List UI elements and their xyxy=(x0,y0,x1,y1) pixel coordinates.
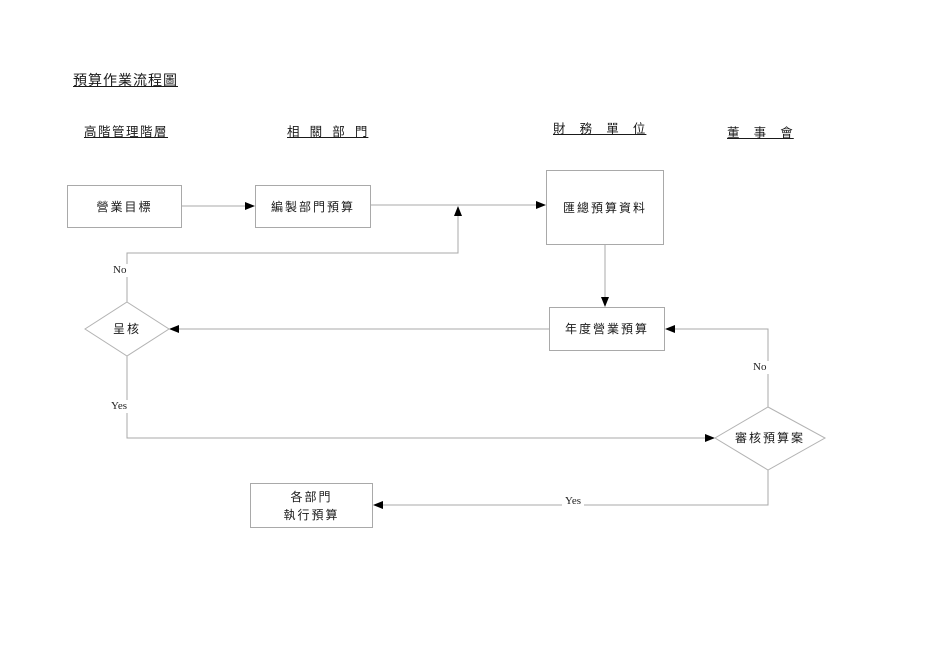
node-prepare-dept-budget: 編製部門預算 xyxy=(255,185,371,228)
column-header-board-of-directors: 董 事 會 xyxy=(727,126,794,140)
edge-prepare-to-consolidate xyxy=(371,201,546,209)
decision-submit-shape xyxy=(84,301,170,357)
edge-review-yes-to-execute xyxy=(373,470,769,509)
page-title: 預算作業流程圖 xyxy=(73,74,178,89)
edge-goal-to-prepare xyxy=(182,202,255,210)
node-consolidate-budget-data-label: 匯總預算資料 xyxy=(562,200,647,215)
edge-consolidate-to-annual xyxy=(601,245,609,307)
edge-label-review-yes: Yes xyxy=(562,495,585,508)
edge-annual-to-submit xyxy=(169,325,549,333)
column-header-top-management: 高階管理階層 xyxy=(84,125,169,139)
column-header-related-departments: 相 關 部 門 xyxy=(287,125,369,139)
decision-review-label: 審核預算案 xyxy=(734,431,805,445)
edge-label-review-no: No xyxy=(750,361,770,374)
node-prepare-dept-budget-label: 編製部門預算 xyxy=(270,199,355,214)
node-consolidate-budget-data: 匯總預算資料 xyxy=(546,170,664,245)
edge-submit-no-feedback xyxy=(126,206,462,302)
node-business-goal-label: 營業目標 xyxy=(96,199,153,214)
node-annual-operating-budget-label: 年度營業預算 xyxy=(564,322,649,336)
edge-label-submit-no: No xyxy=(110,264,130,277)
edge-submit-yes-to-review xyxy=(126,356,715,442)
node-depts-execute-budget-line2: 執行預算 xyxy=(283,507,340,522)
edge-review-no-to-annual xyxy=(665,325,769,407)
edge-label-submit-yes: Yes xyxy=(108,400,131,413)
node-depts-execute-budget-line1: 各部門 xyxy=(290,489,333,504)
decision-submit-label: 呈核 xyxy=(112,322,141,336)
column-header-finance-unit: 財 務 單 位 xyxy=(553,122,647,136)
node-annual-operating-budget: 年度營業預算 xyxy=(549,307,665,351)
decision-review-shape xyxy=(714,406,827,471)
node-depts-execute-budget: 各部門 執行預算 xyxy=(250,483,373,528)
node-business-goal: 營業目標 xyxy=(67,185,182,228)
